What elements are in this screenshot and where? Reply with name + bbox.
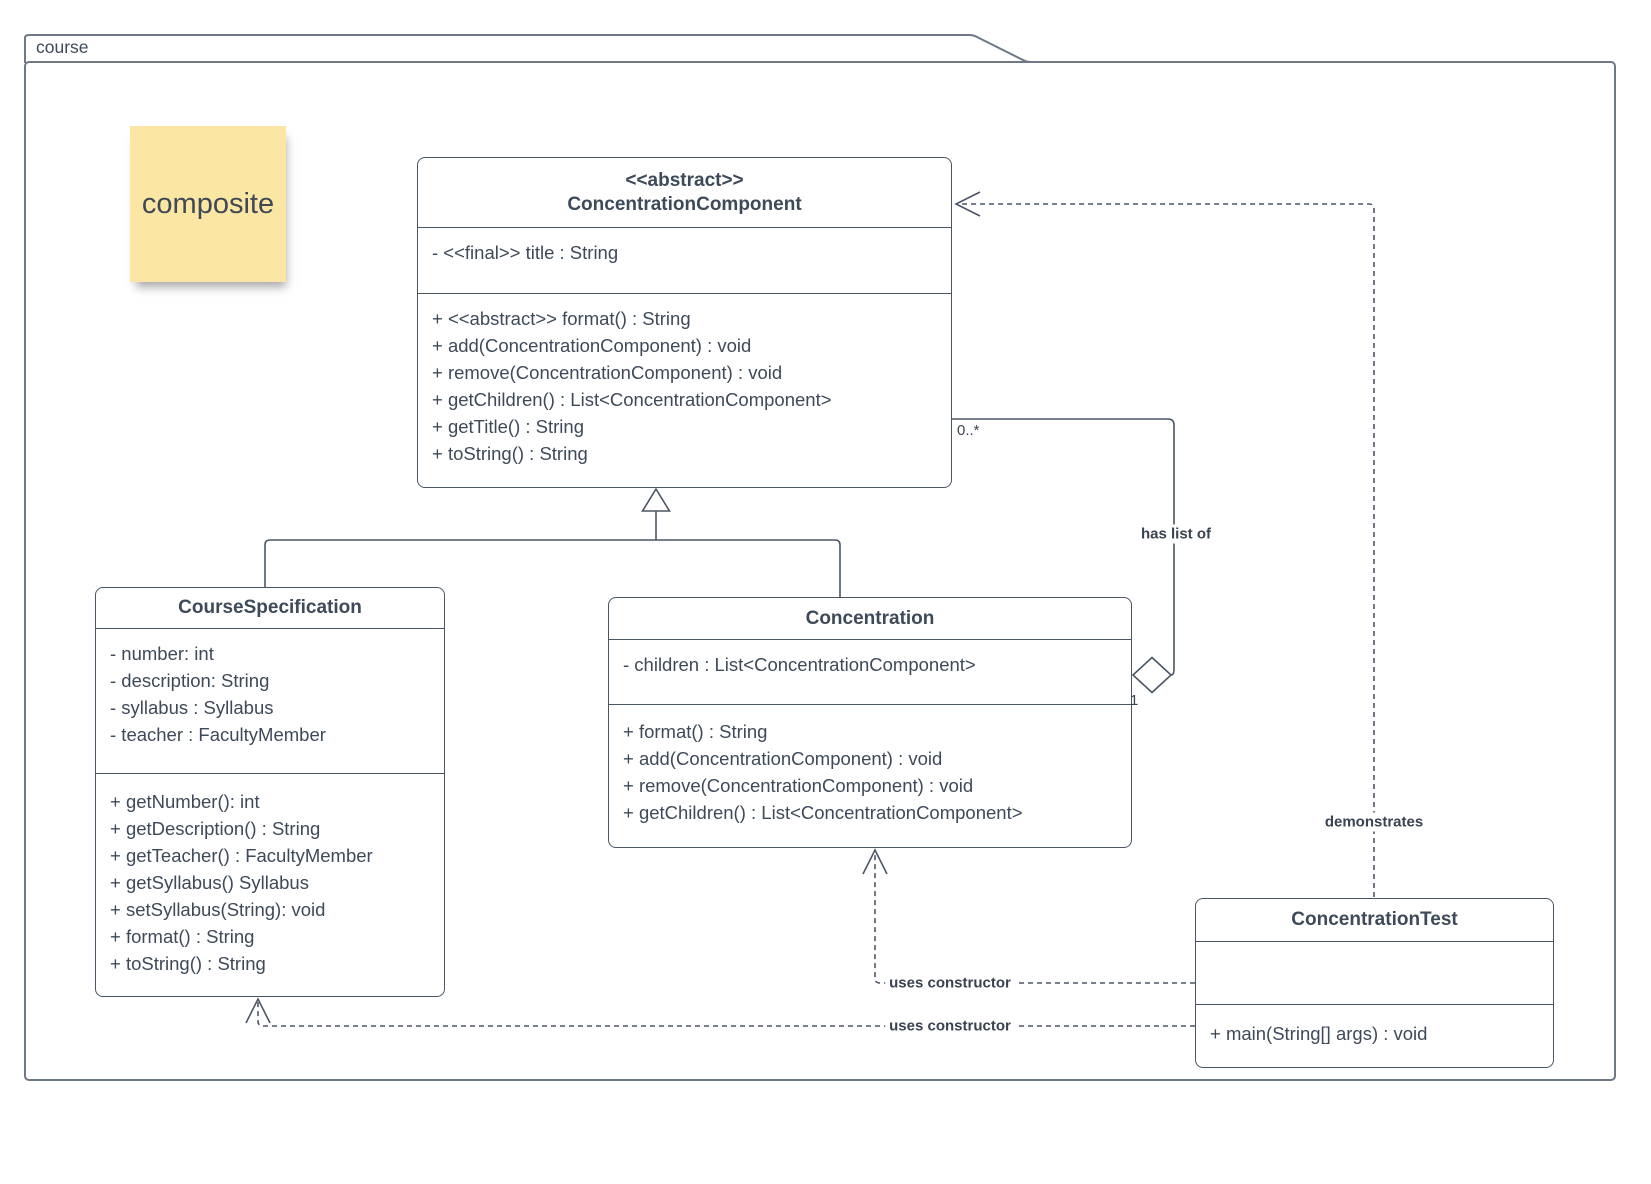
member-line: + getChildren() : List<ConcentrationComp… [623,802,1023,823]
sticky-note-text: composite [141,187,275,220]
member-line: + main(String[] args) : void [1210,1023,1428,1044]
class-concentration-component[interactable]: <<abstract>> ConcentrationComponent - <<… [417,157,952,488]
multiplicity-many: 0..* [957,422,980,439]
methods-compartment: + main(String[] args) : void [1196,1004,1553,1067]
member-line: + format() : String [110,926,255,947]
member-line: + getDescription() : String [110,818,321,839]
member-line: - description: String [110,670,270,691]
class-name: ConcentrationComponent [567,193,802,215]
package-frame[interactable] [24,34,1616,1081]
member-line: + <<abstract>> format() : String [432,308,691,329]
member-line: - teacher : FacultyMember [110,724,326,745]
attributes-compartment [1196,941,1553,1004]
package-name: course [36,37,89,57]
attributes-compartment: - children : List<ConcentrationComponent… [609,639,1131,704]
aggregation-label: has list of [1136,524,1216,544]
open-arrowhead-icon [245,997,271,1024]
class-concentration-test[interactable]: ConcentrationTest + main(String[] args) … [1195,898,1554,1068]
class-title: Concentration [609,598,1131,639]
methods-compartment: + format() : String + add(ConcentrationCo… [609,704,1131,847]
member-line: - <<final>> title : String [432,242,619,263]
member-line: + remove(ConcentrationComponent) : void [432,362,783,383]
open-arrowhead-icon [954,191,981,217]
member-line: + setSyllabus(String): void [110,899,326,920]
inheritance-triangle-icon [641,487,671,512]
uses-constructor-line-2 [257,1002,1195,1027]
uses-constructor-line-1 [874,853,1195,984]
attributes-compartment: - <<final>> title : String [418,227,951,293]
class-name: Concentration [805,607,935,629]
class-name: CourseSpecification [178,597,362,618]
open-arrowhead-icon [862,848,888,875]
class-stereotype: <<abstract>> [625,169,744,191]
member-line: + toString() : String [110,953,266,974]
member-line: + add(ConcentrationComponent) : void [623,748,943,769]
class-concentration[interactable]: Concentration - children : List<Concentr… [608,597,1132,848]
methods-compartment: + <<abstract>> format() : String + add(Co… [418,293,951,487]
member-line: + getTitle() : String [432,416,584,437]
member-line: + add(ConcentrationComponent) : void [432,335,752,356]
member-line: + getTeacher() : FacultyMember [110,845,373,866]
package-frame-tab [24,34,1032,63]
class-title: ConcentrationTest [1196,899,1553,941]
member-line: + toString() : String [432,443,588,464]
package-frame-body [24,61,1616,1081]
member-line: + remove(ConcentrationComponent) : void [623,775,974,796]
generalization-branch-right [656,539,841,597]
member-line: - syllabus : Syllabus [110,697,274,718]
demonstrates-line [959,203,1375,897]
member-line: + getNumber(): int [110,791,260,812]
aggregation-line [952,418,1175,676]
generalization-connector[interactable] [264,487,841,597]
aggregation-diamond-icon [1131,656,1173,694]
methods-compartment: + getNumber(): int + getDescription() : S… [96,773,444,996]
demonstrates-label: demonstrates [1320,812,1428,832]
member-line: + getSyllabus() Syllabus [110,872,309,893]
uses-constructor-concentration-connector[interactable] [862,848,1195,984]
class-title: CourseSpecification [96,588,444,628]
multiplicity-one: 1 [1130,692,1139,709]
class-name: ConcentrationTest [1291,909,1458,930]
sticky-note[interactable]: composite [130,126,286,282]
member-line: + getChildren() : List<ConcentrationComp… [432,389,832,410]
attributes-compartment: - number: int - description: String - syll… [96,628,444,773]
member-line: - number: int [110,643,214,664]
uses-constructor-label-concentration: uses constructor [885,973,1015,993]
generalization-branch-left [264,539,656,587]
member-line: - children : List<ConcentrationComponent… [623,654,976,675]
demonstrates-connector[interactable] [954,191,1375,897]
class-title: <<abstract>> ConcentrationComponent [418,158,951,227]
class-course-specification[interactable]: CourseSpecification - number: int - descr… [95,587,445,997]
uses-constructor-label-course-spec: uses constructor [885,1016,1015,1036]
uses-constructor-course-spec-connector[interactable] [245,997,1195,1027]
member-line: + format() : String [623,721,768,742]
aggregation-connector[interactable] [952,418,1175,694]
